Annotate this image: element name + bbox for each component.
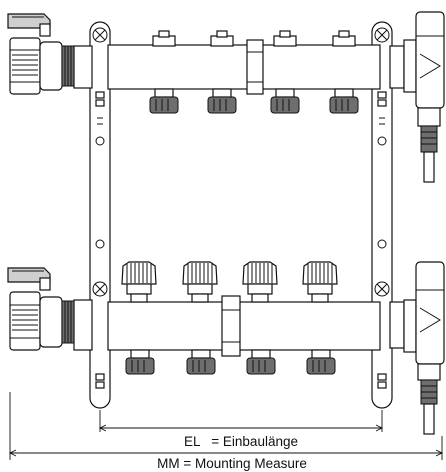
supply-manifold	[73, 39, 405, 95]
outlet-fitting	[306, 349, 336, 375]
flow-valve	[210, 30, 234, 47]
control-valve-cap	[302, 261, 338, 303]
supply-flow-valves	[152, 30, 356, 47]
control-valve-cap	[182, 261, 218, 303]
top-end-body	[403, 11, 445, 183]
control-valve-cap	[242, 261, 278, 303]
el-label: EL = Einbaulänge	[184, 434, 298, 449]
bottom-end-body	[403, 261, 445, 435]
outlet-fitting	[186, 349, 216, 375]
supply-outlets	[149, 88, 359, 114]
control-valves	[121, 261, 338, 303]
outlet-fitting	[270, 88, 300, 114]
dimension-lines	[8, 392, 444, 460]
outlet-fitting	[149, 88, 179, 114]
outlet-fitting	[246, 349, 276, 375]
control-valve-cap	[121, 261, 157, 303]
outlet-fitting	[207, 88, 237, 114]
return-manifold	[73, 295, 405, 357]
flow-valve	[332, 30, 356, 47]
bottom-ball-valve	[7, 267, 75, 351]
flow-valve	[273, 30, 297, 47]
outlet-fitting	[329, 88, 359, 114]
left-bracket	[89, 21, 111, 409]
mm-label: MM = Mounting Measure	[157, 456, 307, 471]
outlet-fitting	[125, 349, 155, 375]
top-ball-valve	[7, 13, 75, 95]
return-outlets	[125, 349, 336, 375]
flow-valve	[152, 30, 176, 47]
